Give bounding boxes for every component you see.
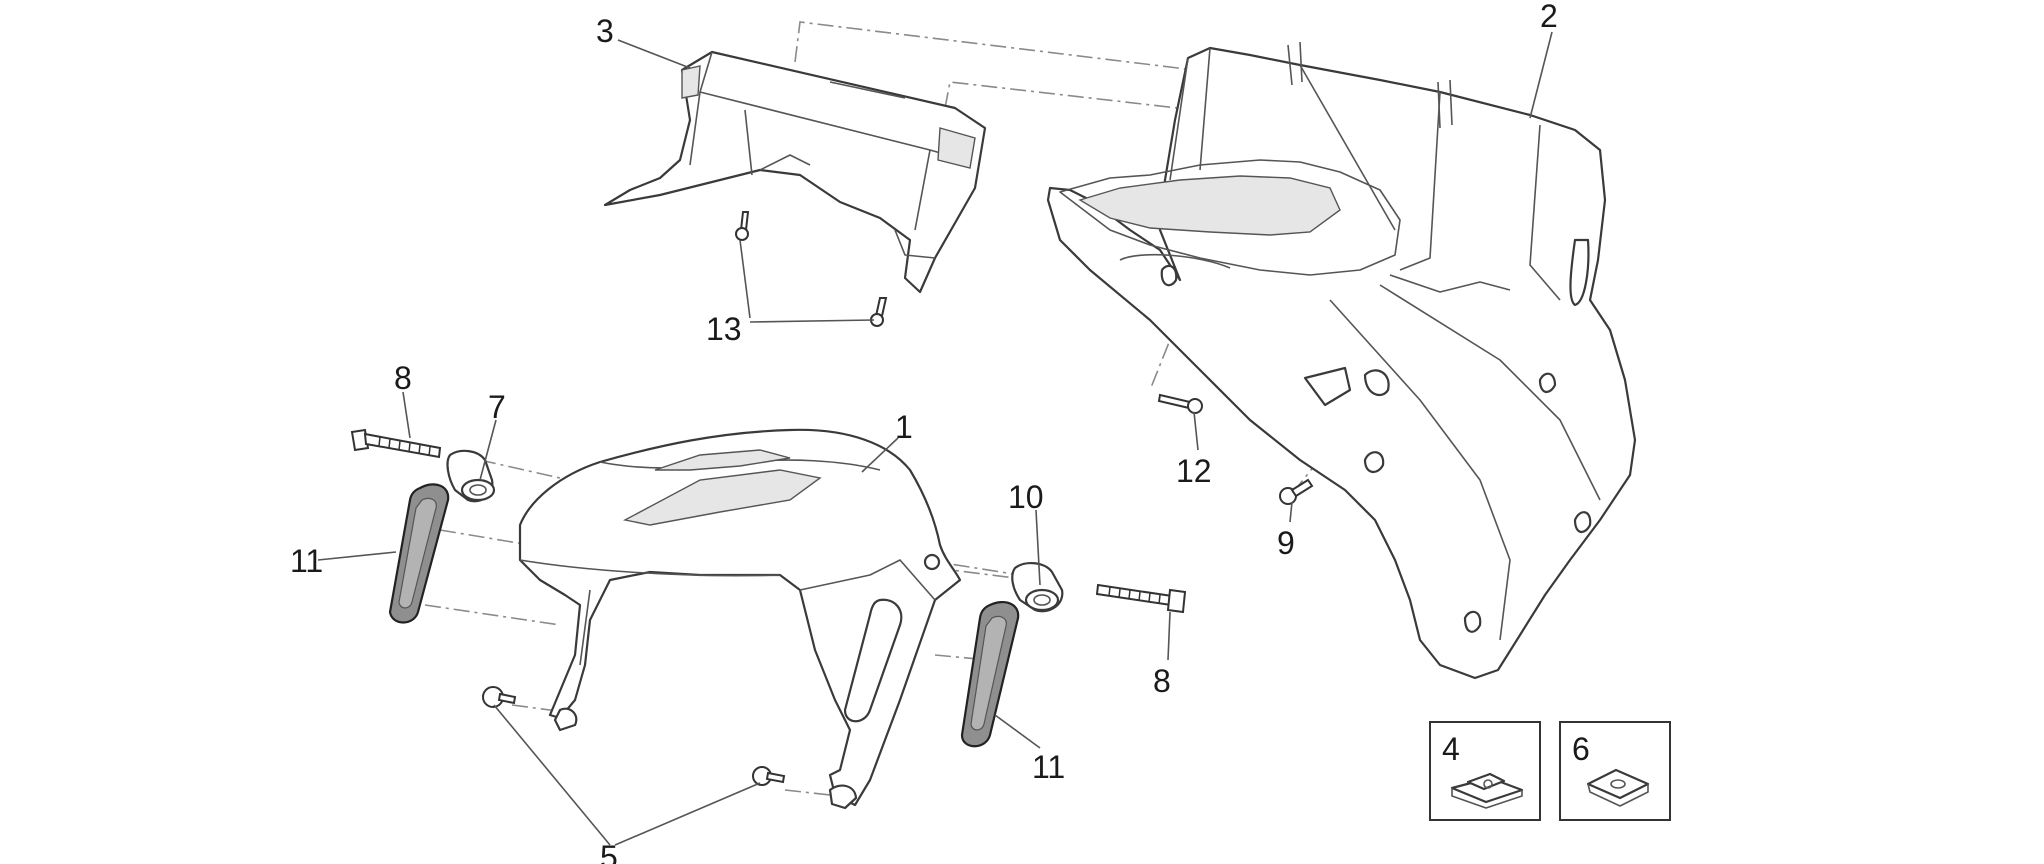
part-8-right-bolt <box>1095 583 1187 614</box>
callout-8-left: 8 <box>394 360 412 396</box>
callout-10: 10 <box>1008 479 1044 515</box>
callout-13: 13 <box>706 311 742 347</box>
callout-2: 2 <box>1540 0 1558 34</box>
part-5-screws <box>482 686 786 786</box>
part-1-front-mudguard <box>518 428 962 810</box>
callout-7: 7 <box>488 389 506 425</box>
callout-leader-lines <box>317 31 1553 846</box>
callout-12: 12 <box>1176 453 1212 489</box>
part-2-tail-fairing <box>1046 41 1637 680</box>
part-9-screw <box>1279 478 1314 505</box>
callout-1: 1 <box>895 409 913 445</box>
callout-5: 5 <box>600 839 618 864</box>
callout-6: 6 <box>1572 731 1590 767</box>
part-11-left-reflector <box>388 483 450 624</box>
callout-3: 3 <box>596 13 614 49</box>
inset-box-4: 4 <box>1429 721 1541 821</box>
inset-box-6: 6 <box>1559 721 1671 821</box>
callout-labels: 3 2 1 13 8 7 11 10 8 12 9 11 5 <box>290 0 1558 864</box>
part-3-inner-cover <box>603 50 987 294</box>
part-4-clip-nut <box>1450 772 1524 809</box>
part-7-bracket <box>446 449 496 503</box>
part-6-spring-clip <box>1586 768 1650 807</box>
callout-11-right: 11 <box>1032 749 1065 785</box>
part-8-left-bolt <box>350 428 442 459</box>
part-10-bracket <box>1011 562 1064 613</box>
part-13-screws <box>735 211 888 327</box>
part-12-screw <box>1157 393 1203 414</box>
callout-4: 4 <box>1442 731 1460 767</box>
callout-8-right: 8 <box>1153 663 1171 699</box>
callout-11-left: 11 <box>290 543 323 579</box>
callout-9: 9 <box>1277 525 1295 561</box>
part-11-right-reflector <box>960 601 1020 748</box>
